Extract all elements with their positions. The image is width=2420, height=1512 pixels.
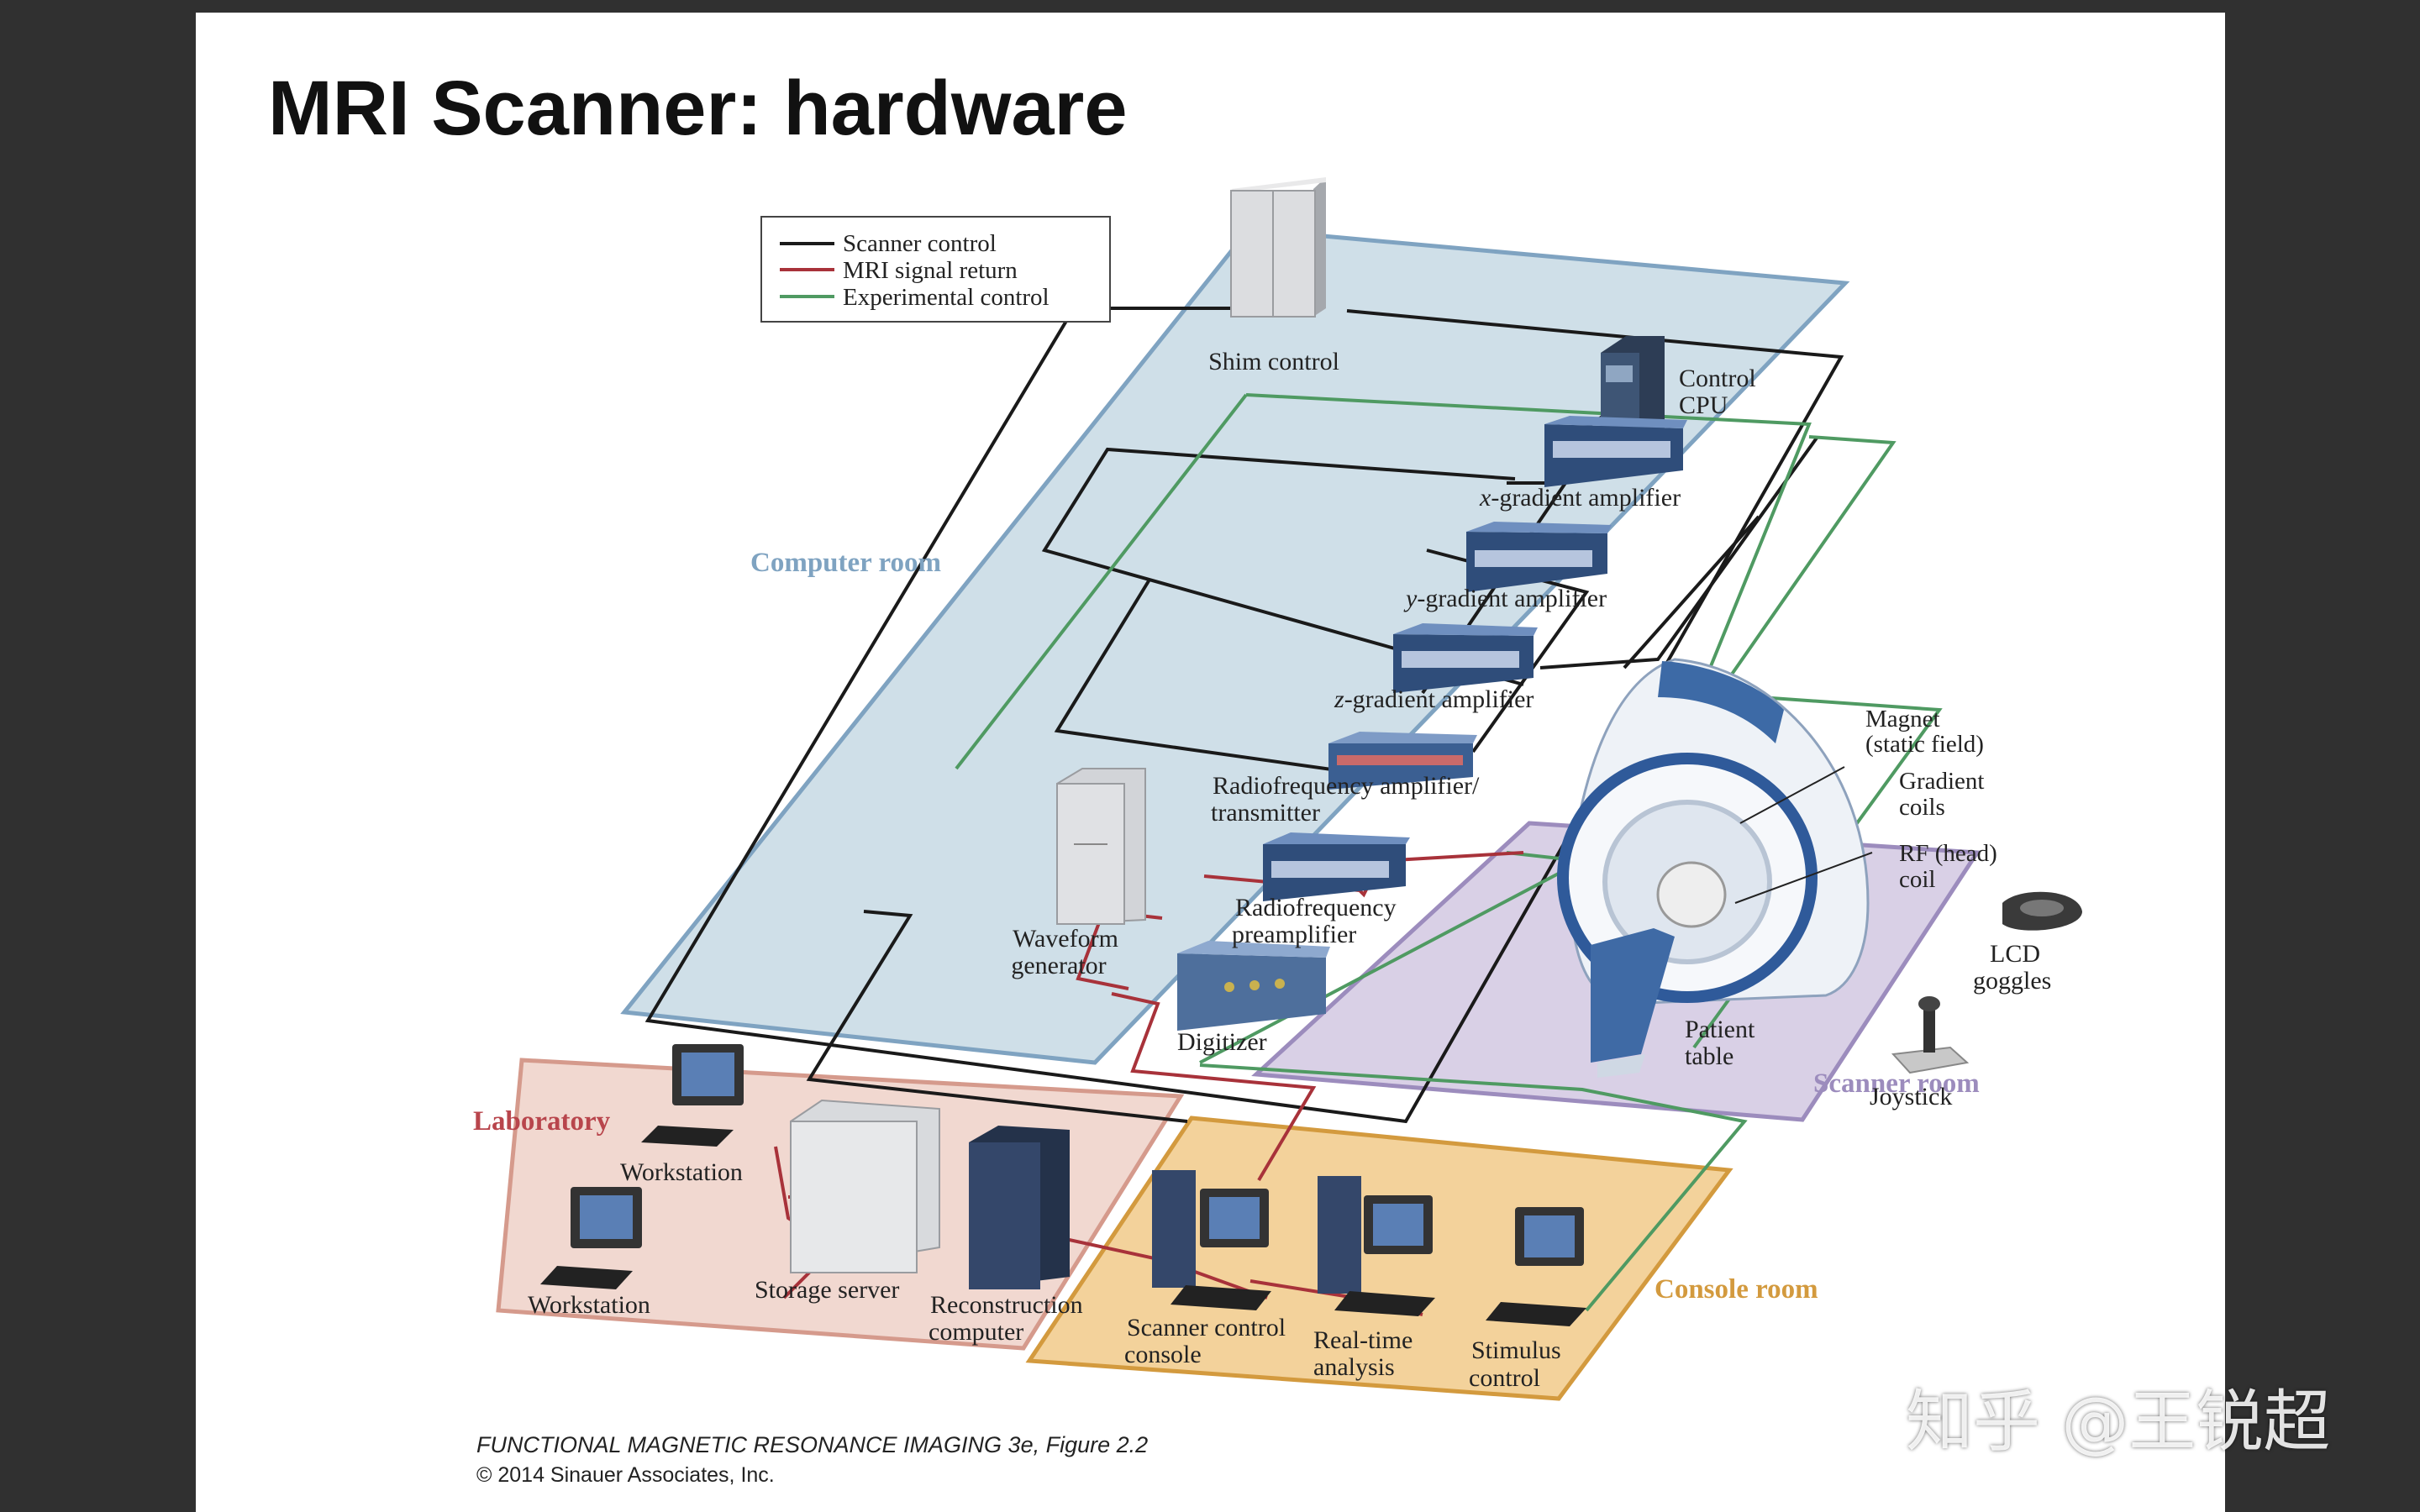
legend-experimental-control: Experimental control xyxy=(843,284,1050,311)
joystick xyxy=(1891,996,1970,1074)
rf-preamplifier xyxy=(1263,832,1410,901)
label-patient-1: Patient xyxy=(1685,1016,1755,1043)
pointer-lines xyxy=(1734,766,1873,904)
label-digitizer: Digitizer xyxy=(1177,1028,1267,1056)
label-stimulus-1: Stimulus xyxy=(1471,1336,1561,1364)
label-y-gradient: y-gradient amplifier xyxy=(1403,585,1607,612)
watermark: 知乎 @王锐超 xyxy=(1906,1383,2331,1461)
figure-caption-title: FUNCTIONAL MAGNETIC RESONANCE IMAGING 3e… xyxy=(476,1432,1149,1457)
workstation-a xyxy=(641,1044,744,1147)
console-room-floor xyxy=(1025,1116,1733,1401)
label-lcd-2: goggles xyxy=(1973,967,2051,995)
reconstruction-computer xyxy=(969,1126,1070,1289)
label-magnet-2: (static field) xyxy=(1865,731,1984,758)
digitizer xyxy=(1177,941,1330,1031)
slide: MRI Scanner: hardware xyxy=(196,13,2225,1512)
legend: Scanner control MRI signal return Experi… xyxy=(760,216,1111,323)
z-gradient-amplifier xyxy=(1393,623,1538,693)
label-joystick: Joystick xyxy=(1870,1083,1952,1110)
mri-hardware-diagram: Scanner control MRI signal return Experi… xyxy=(473,177,2082,1401)
lcd-goggles xyxy=(2002,891,2082,931)
label-shim-control: Shim control xyxy=(1208,348,1339,375)
label-waveform-1: Waveform xyxy=(1013,925,1118,953)
label-magnet-1: Magnet xyxy=(1865,706,1940,732)
computer-room-floor xyxy=(620,227,1850,1065)
label-rf-preamplifier-1: Radiofrequency xyxy=(1235,894,1397,921)
workstation-b xyxy=(540,1187,642,1289)
label-waveform-2: generator xyxy=(1011,952,1106,979)
label-rf-amplifier-1: Radiofrequency amplifier/ xyxy=(1213,772,1480,800)
label-stimulus-2: control xyxy=(1469,1364,1540,1392)
label-z-gradient: z-gradient amplifier xyxy=(1334,685,1534,713)
scanner-control-console xyxy=(1152,1170,1271,1310)
label-workstation-a: Workstation xyxy=(620,1158,743,1186)
room-label-console: Console room xyxy=(1655,1274,1818,1305)
room-label-laboratory: Laboratory xyxy=(473,1106,611,1137)
figure-caption-copyright: © 2014 Sinauer Associates, Inc. xyxy=(476,1463,775,1487)
label-realtime-2: analysis xyxy=(1313,1353,1395,1381)
label-scanner-console-1: Scanner control xyxy=(1127,1314,1286,1341)
label-rf-coil-2: coil xyxy=(1899,866,1936,893)
label-control-cpu-1: Control xyxy=(1679,365,1756,392)
room-label-scanner: Scanner room xyxy=(1813,1068,1980,1099)
label-lcd-1: LCD xyxy=(1990,940,2040,968)
room-label-computer: Computer room xyxy=(750,548,941,578)
slide-title: MRI Scanner: hardware xyxy=(268,66,1128,151)
label-rf-preamplifier-2: preamplifier xyxy=(1232,921,1356,948)
x-gradient-amplifier xyxy=(1544,416,1687,487)
label-workstation-b: Workstation xyxy=(528,1291,650,1319)
label-reconstruction-2: computer xyxy=(929,1318,1023,1346)
label-gradient-coils-2: coils xyxy=(1899,794,1945,821)
label-x-gradient: x-gradient amplifier xyxy=(1479,484,1681,512)
waveform-generator-tower xyxy=(1056,768,1146,926)
label-storage-server: Storage server xyxy=(755,1276,899,1304)
shim-control-tower xyxy=(1230,177,1326,318)
label-reconstruction-1: Reconstruction xyxy=(930,1291,1083,1319)
legend-signal-return: MRI signal return xyxy=(843,257,1018,284)
label-scanner-console-2: console xyxy=(1124,1341,1202,1368)
rf-amplifier-transmitter xyxy=(1328,732,1477,790)
label-patient-2: table xyxy=(1685,1042,1733,1070)
stimulus-control xyxy=(1486,1207,1586,1326)
realtime-analysis xyxy=(1318,1176,1435,1316)
legend-scanner-control: Scanner control xyxy=(843,230,997,257)
label-gradient-coils-1: Gradient xyxy=(1899,768,1984,795)
label-realtime-1: Real-time xyxy=(1313,1326,1413,1354)
storage-server xyxy=(790,1099,940,1274)
label-control-cpu-2: CPU xyxy=(1679,391,1728,419)
y-gradient-amplifier xyxy=(1466,522,1612,592)
label-rf-amplifier-2: transmitter xyxy=(1211,799,1320,827)
label-rf-coil-1: RF (head) xyxy=(1899,840,1997,867)
